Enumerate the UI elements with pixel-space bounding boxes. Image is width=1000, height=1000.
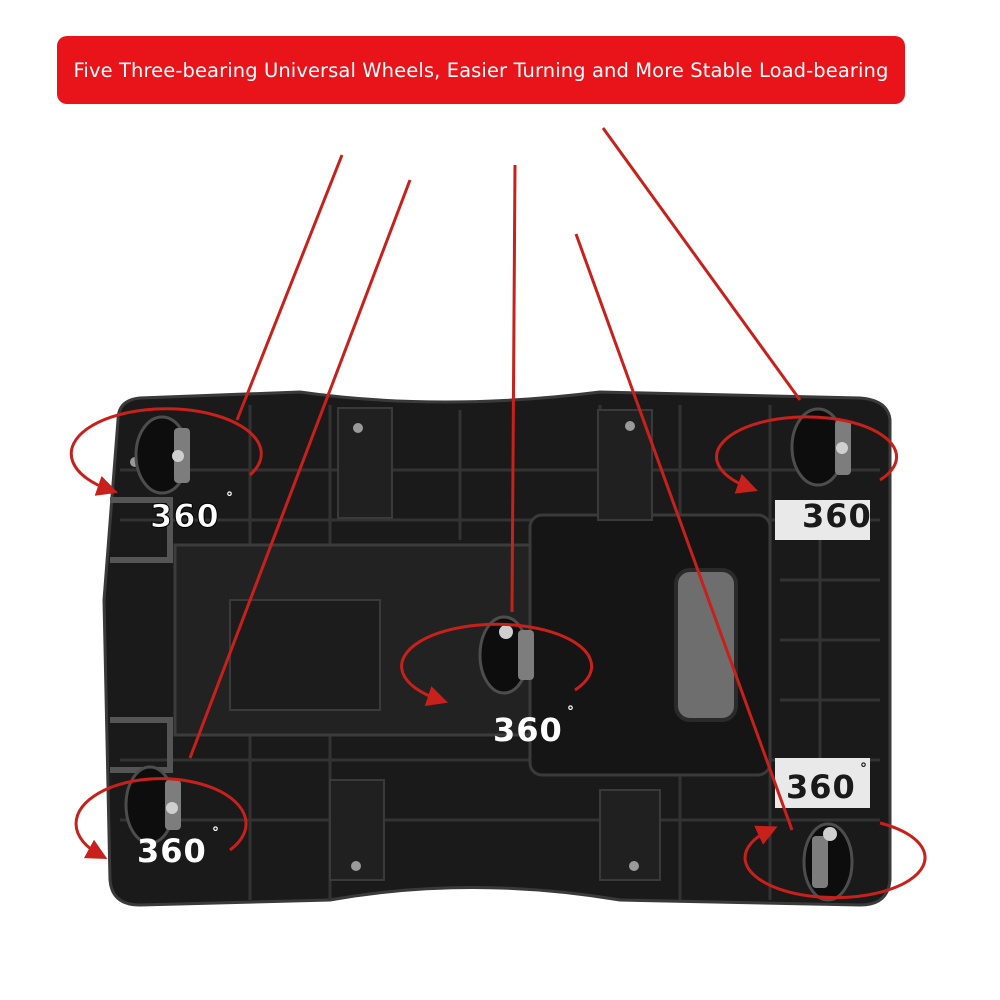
rotation-arrow-center bbox=[400, 622, 594, 707]
headline-text: Five Three-bearing Universal Wheels, Eas… bbox=[73, 58, 889, 82]
rotation-label-top-right: 360 ° bbox=[802, 486, 883, 535]
svg-text:°: ° bbox=[860, 761, 867, 777]
rotation-label-mid-right: 360 ° bbox=[786, 761, 867, 806]
svg-text:360: 360 bbox=[802, 497, 872, 535]
pointer-line-bottom-left bbox=[188, 179, 412, 759]
rotation-indicators bbox=[69, 407, 927, 900]
svg-text:360: 360 bbox=[786, 768, 856, 806]
rotation-label-center: 360 ° bbox=[493, 704, 574, 749]
svg-text:°: ° bbox=[876, 486, 883, 502]
svg-text:°: ° bbox=[226, 490, 233, 506]
svg-text:360: 360 bbox=[150, 497, 220, 535]
headline-banner: Five Three-bearing Universal Wheels, Eas… bbox=[57, 36, 905, 104]
pointer-line-center bbox=[510, 164, 517, 613]
svg-text:360: 360 bbox=[493, 711, 563, 749]
svg-text:360: 360 bbox=[137, 832, 207, 870]
pointer-line-top-left bbox=[235, 154, 344, 421]
caster-wheel-top-right bbox=[790, 407, 851, 487]
rotation-label-top-left: 360 ° bbox=[150, 490, 234, 536]
caster-wheel-center bbox=[478, 615, 534, 695]
rotation-arrow-bottom-right bbox=[743, 821, 927, 900]
dolly-body bbox=[102, 390, 892, 907]
pointer-lines bbox=[188, 127, 802, 831]
svg-text:°: ° bbox=[212, 825, 219, 841]
rotation-arrow-top-right bbox=[715, 415, 899, 494]
rotation-arrow-bottom-left bbox=[74, 777, 248, 860]
caster-wheel-top-left bbox=[134, 415, 190, 495]
caster-wheel-bottom-left bbox=[124, 765, 181, 845]
pointer-line-bottom-right bbox=[574, 233, 794, 831]
rotation-label-bottom-left: 360 ° bbox=[137, 825, 219, 870]
caster-wheel-bottom-right bbox=[802, 822, 854, 902]
pointer-line-top-right bbox=[601, 127, 802, 401]
svg-text:°: ° bbox=[567, 704, 574, 720]
rotation-arrow-top-left bbox=[69, 407, 263, 496]
